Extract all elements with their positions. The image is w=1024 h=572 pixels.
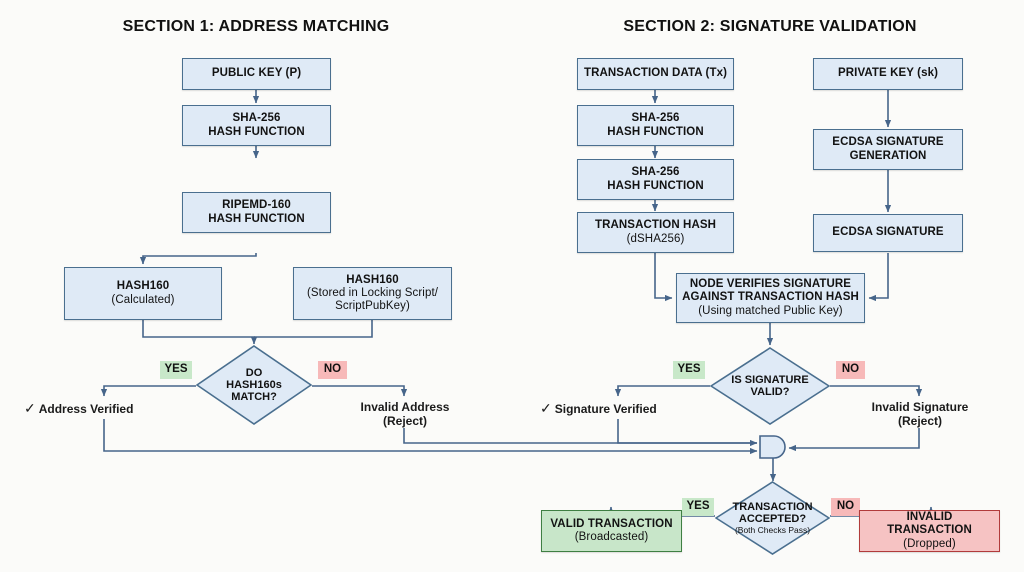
node-hash160-calculated[interactable]: HASH160 (Calculated) [64, 267, 222, 320]
section-1-title: SECTION 1: ADDRESS MATCHING [122, 18, 390, 35]
tag-yes-section2: YES [673, 361, 705, 379]
decision-transaction-accepted[interactable]: TRANSACTION ACCEPTED? (Both Checks Pass) [715, 481, 830, 555]
node-transaction-hash-line2: (dSHA256) [626, 232, 685, 245]
node-transaction-data[interactable]: TRANSACTION DATA (Tx) [577, 58, 734, 90]
result-invalid-address-line1: Invalid Address [360, 400, 450, 414]
check-icon-address: ✓ [24, 400, 36, 416]
node-hash160-stored[interactable]: HASH160 (Stored in Locking Script/ Scrip… [293, 267, 452, 320]
node-sha256-s1-line1: SHA-256 [232, 112, 281, 125]
and-gate-icon [757, 434, 791, 460]
result-invalid-address: Invalid Address (Reject) [330, 400, 480, 429]
node-hash160-stored-line2: (Stored in Locking Script/ [306, 286, 439, 299]
result-invalid-signature-line1: Invalid Signature [871, 400, 969, 414]
result-address-verified-label: Address Verified [38, 402, 134, 416]
tag-no-final: NO [831, 498, 860, 516]
node-hash160-stored-line3: ScriptPubKey) [335, 300, 410, 313]
result-invalid-address-line2: (Reject) [382, 414, 427, 429]
node-verifies-line3: (Using matched Public Key) [698, 304, 843, 317]
node-sha256-a[interactable]: SHA-256 HASH FUNCTION [577, 105, 734, 146]
node-sha256-s1[interactable]: SHA-256 HASH FUNCTION [182, 105, 331, 146]
node-sha256-b-line2: HASH FUNCTION [607, 179, 704, 192]
tag-yes-section1: YES [160, 361, 192, 379]
node-verifies-line1: NODE VERIFIES SIGNATURE [689, 278, 852, 291]
tag-no-section2: NO [836, 361, 865, 379]
node-private-key-label: PRIVATE KEY (sk) [837, 67, 938, 80]
node-valid-transaction[interactable]: VALID TRANSACTION (Broadcasted) [541, 510, 682, 552]
node-transaction-hash[interactable]: TRANSACTION HASH (dSHA256) [577, 212, 734, 253]
node-transaction-data-label: TRANSACTION DATA (Tx) [583, 67, 728, 80]
node-ecdsa-generation-line1: ECDSA SIGNATURE [832, 136, 944, 149]
node-verifies-line2: AGAINST TRANSACTION HASH [682, 291, 859, 304]
node-ecdsa-generation[interactable]: ECDSA SIGNATURE GENERATION [813, 129, 963, 170]
result-invalid-signature-line2: (Reject) [897, 414, 942, 429]
node-ripemd160-line2: HASH FUNCTION [208, 212, 305, 225]
node-ripemd160[interactable]: RIPEMD-160 HASH FUNCTION [182, 192, 331, 233]
node-hash160-stored-line1: HASH160 [346, 273, 399, 286]
node-ripemd160-line1: RIPEMD-160 [222, 199, 291, 212]
result-address-verified: ✓Address Verified [24, 400, 184, 417]
decision-signature-valid[interactable]: IS SIGNATURE VALID? [710, 347, 830, 425]
node-hash160-calculated-line2: (Calculated) [111, 293, 175, 306]
result-invalid-signature: Invalid Signature (Reject) [845, 400, 995, 429]
node-invalid-transaction-line1: INVALID TRANSACTION [887, 511, 972, 537]
decision-hash160-match[interactable]: DO HASH160s MATCH? [196, 345, 312, 425]
section-2-title: SECTION 2: SIGNATURE VALIDATION [623, 18, 917, 35]
node-invalid-transaction-line2: (Dropped) [903, 537, 956, 550]
node-valid-transaction-line1: VALID TRANSACTION [550, 517, 673, 530]
node-hash160-calculated-line1: HASH160 [116, 280, 170, 293]
tag-yes-final: YES [682, 498, 714, 516]
tag-no-section1: NO [318, 361, 347, 379]
node-valid-transaction-line2: (Broadcasted) [574, 531, 649, 543]
node-private-key[interactable]: PRIVATE KEY (sk) [813, 58, 963, 90]
check-icon-signature: ✓ [540, 400, 552, 416]
node-node-verifies-signature[interactable]: NODE VERIFIES SIGNATURE AGAINST TRANSACT… [676, 273, 865, 323]
node-public-key-label: PUBLIC KEY (P) [211, 67, 302, 80]
node-ecdsa-signature[interactable]: ECDSA SIGNATURE [813, 214, 963, 252]
node-sha256-a-line1: SHA-256 [631, 112, 680, 125]
node-sha256-a-line2: HASH FUNCTION [607, 125, 704, 138]
node-sha256-b-line1: SHA-256 [631, 166, 680, 179]
node-ecdsa-signature-label: ECDSA SIGNATURE [832, 226, 944, 239]
result-signature-verified: ✓Signature Verified [540, 400, 710, 417]
node-transaction-hash-line1: TRANSACTION HASH [594, 219, 717, 232]
result-signature-verified-label: Signature Verified [554, 402, 657, 416]
node-sha256-s1-line2: HASH FUNCTION [208, 125, 305, 138]
node-ecdsa-generation-line2: GENERATION [849, 149, 927, 162]
node-invalid-transaction[interactable]: INVALID TRANSACTION (Dropped) [859, 510, 1000, 552]
node-sha256-b[interactable]: SHA-256 HASH FUNCTION [577, 159, 734, 200]
node-public-key[interactable]: PUBLIC KEY (P) [182, 58, 331, 90]
